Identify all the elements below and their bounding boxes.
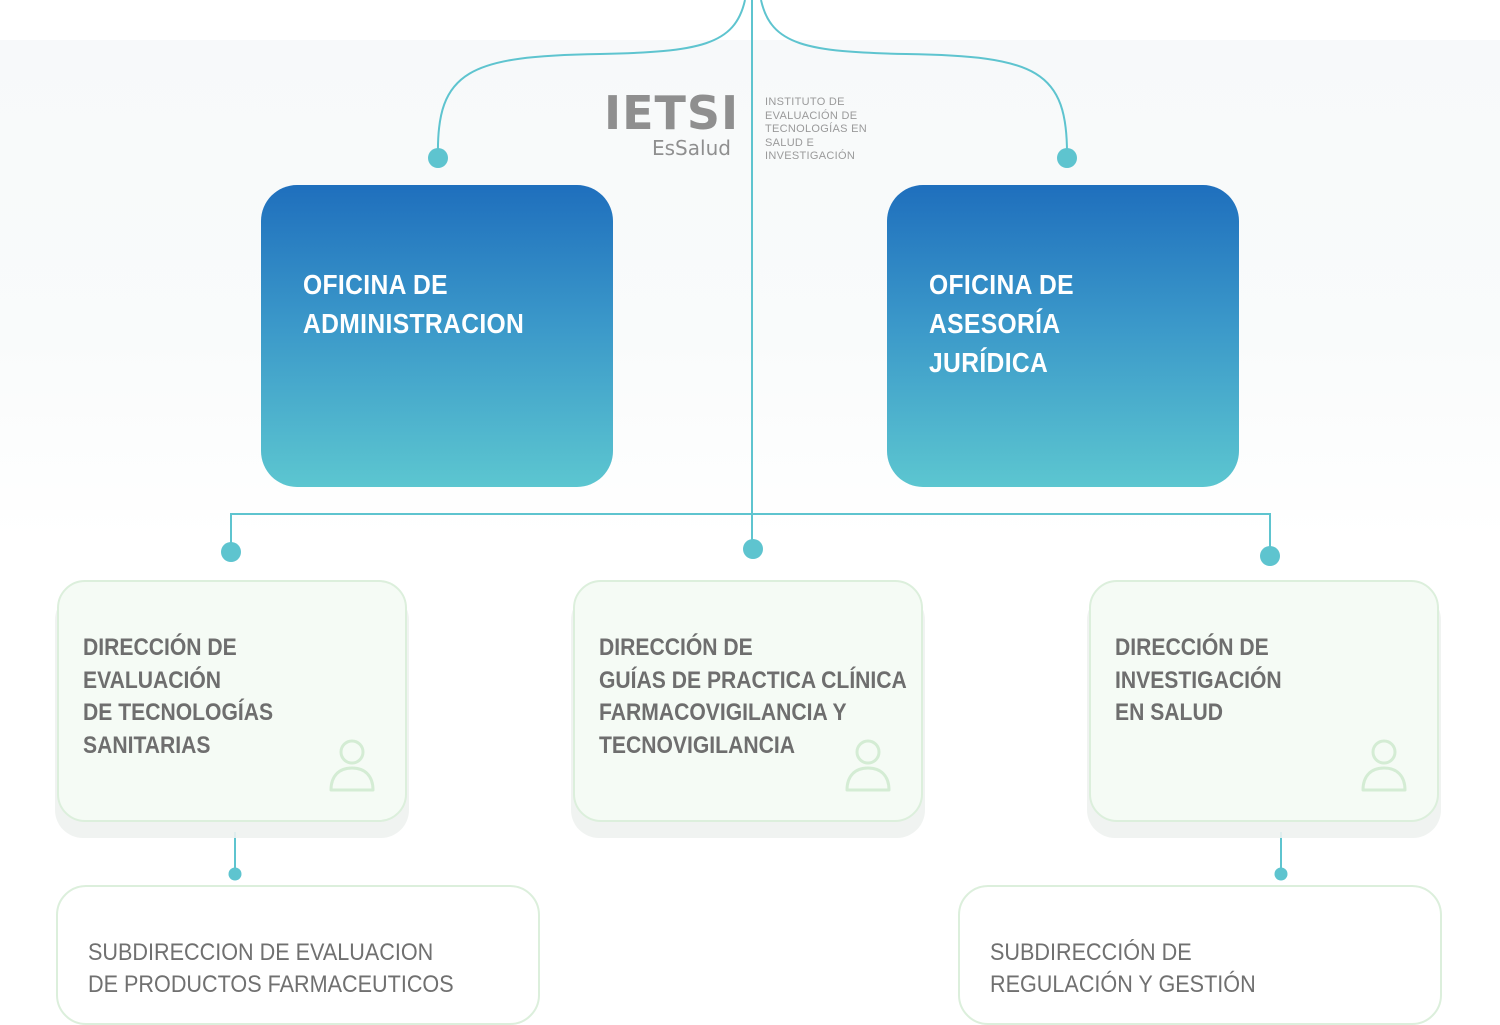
- direction-title-line: GUÍAS DE PRACTICA CLÍNICA: [599, 666, 907, 694]
- subdirection-regulacion-title: SUBDIRECCIÓN DE REGULACIÓN Y GESTIÓN: [990, 937, 1256, 1001]
- direction-guias-card: DIRECCIÓN DE GUÍAS DE PRACTICA CLÍNICA F…: [573, 580, 923, 822]
- direction-evaluacion-card: DIRECCIÓN DE EVALUACIÓN DE TECNOLOGÍAS S…: [57, 580, 407, 822]
- connector-dot-sub-right: [1274, 867, 1288, 881]
- connector-horizontal: [230, 513, 1271, 556]
- logo-main-text: IETSI: [604, 86, 740, 140]
- ietsi-logo: IETSI EsSalud INSTITUTO DE EVALUACIÓN DE…: [600, 88, 880, 168]
- subdirection-title-line: DE PRODUCTOS FARMACEUTICOS: [88, 971, 454, 998]
- direction-title-line: FARMACOVIGILANCIA Y: [599, 699, 847, 726]
- background-band: [0, 40, 1500, 540]
- direction-title-line: DIRECCIÓN DE: [599, 634, 753, 661]
- person-icon: [845, 739, 891, 792]
- direction-investigacion-card: DIRECCIÓN DE INVESTIGACIÓN EN SALUD: [1089, 580, 1439, 822]
- direction-title-line: DE TECNOLOGÍAS: [83, 699, 274, 726]
- logo-text-line: INSTITUTO DE: [765, 96, 845, 108]
- logo-text-line: TECNOLOGÍAS EN: [765, 123, 867, 135]
- direction-title-line: EN SALUD: [1115, 699, 1223, 726]
- connector-dot-legal: [1057, 148, 1077, 168]
- connector-dot-investigacion: [1260, 546, 1280, 566]
- connector-dot-admin: [428, 148, 448, 168]
- subdirection-regulacion-card: SUBDIRECCIÓN DE REGULACIÓN Y GESTIÓN: [958, 885, 1442, 1025]
- direction-title-line: DIRECCIÓN DE: [83, 634, 237, 661]
- office-title-line: ASESORÍA: [929, 308, 1061, 339]
- logo-text-line: EVALUACIÓN DE: [765, 109, 858, 122]
- office-title-line: OFICINA DE: [303, 269, 448, 300]
- office-administracion-title: OFICINA DE ADMINISTRACION: [303, 265, 524, 343]
- direction-investigacion-title: DIRECCIÓN DE INVESTIGACIÓN EN SALUD: [1115, 632, 1282, 730]
- connector-dot-evaluacion: [221, 542, 241, 562]
- logo-text-line: INVESTIGACIÓN: [765, 150, 856, 162]
- direction-guias-title: DIRECCIÓN DE GUÍAS DE PRACTICA CLÍNICA F…: [599, 632, 907, 762]
- office-administracion-box: OFICINA DE ADMINISTRACION: [261, 185, 613, 487]
- office-asesoria-box: OFICINA DE ASESORÍA JURÍDICA: [887, 185, 1239, 487]
- direction-title-line: INVESTIGACIÓN: [1115, 666, 1282, 694]
- connector-dot-guias: [743, 539, 763, 559]
- subdirection-title-line: SUBDIRECCIÓN DE: [990, 939, 1192, 966]
- direction-title-line: TECNOVIGILANCIA: [599, 731, 795, 759]
- office-asesoria-title: OFICINA DE ASESORÍA JURÍDICA: [929, 265, 1074, 382]
- person-icon: [329, 739, 375, 792]
- office-title-line: OFICINA DE: [929, 269, 1074, 300]
- logo-text-line: SALUD E: [765, 136, 815, 149]
- connector-lines: [221, 0, 1288, 881]
- direction-title-line: SANITARIAS: [83, 731, 211, 759]
- office-title-line: JURÍDICA: [929, 347, 1049, 378]
- connector-dot-sub-left: [228, 867, 242, 881]
- direction-title-line: DIRECCIÓN DE: [1115, 634, 1269, 661]
- subdirection-title-line: SUBDIRECCION DE EVALUACION: [88, 939, 434, 966]
- logo-description: INSTITUTO DE EVALUACIÓN DE TECNOLOGÍAS E…: [765, 96, 885, 164]
- person-icon: [1361, 739, 1407, 792]
- subdirection-evaluacion-title: SUBDIRECCION DE EVALUACION DE PRODUCTOS …: [88, 937, 454, 1001]
- direction-title-line: EVALUACIÓN: [83, 666, 222, 694]
- subdirection-evaluacion-card: SUBDIRECCION DE EVALUACION DE PRODUCTOS …: [56, 885, 540, 1025]
- connector-right-branch: [760, 0, 1069, 158]
- office-title-line: ADMINISTRACION: [303, 308, 525, 339]
- logo-sub-text: EsSalud: [652, 136, 731, 160]
- subdirection-title-line: REGULACIÓN Y GESTIÓN: [990, 971, 1256, 998]
- direction-evaluacion-title: DIRECCIÓN DE EVALUACIÓN DE TECNOLOGÍAS S…: [83, 632, 273, 762]
- connector-left-branch: [436, 0, 746, 158]
